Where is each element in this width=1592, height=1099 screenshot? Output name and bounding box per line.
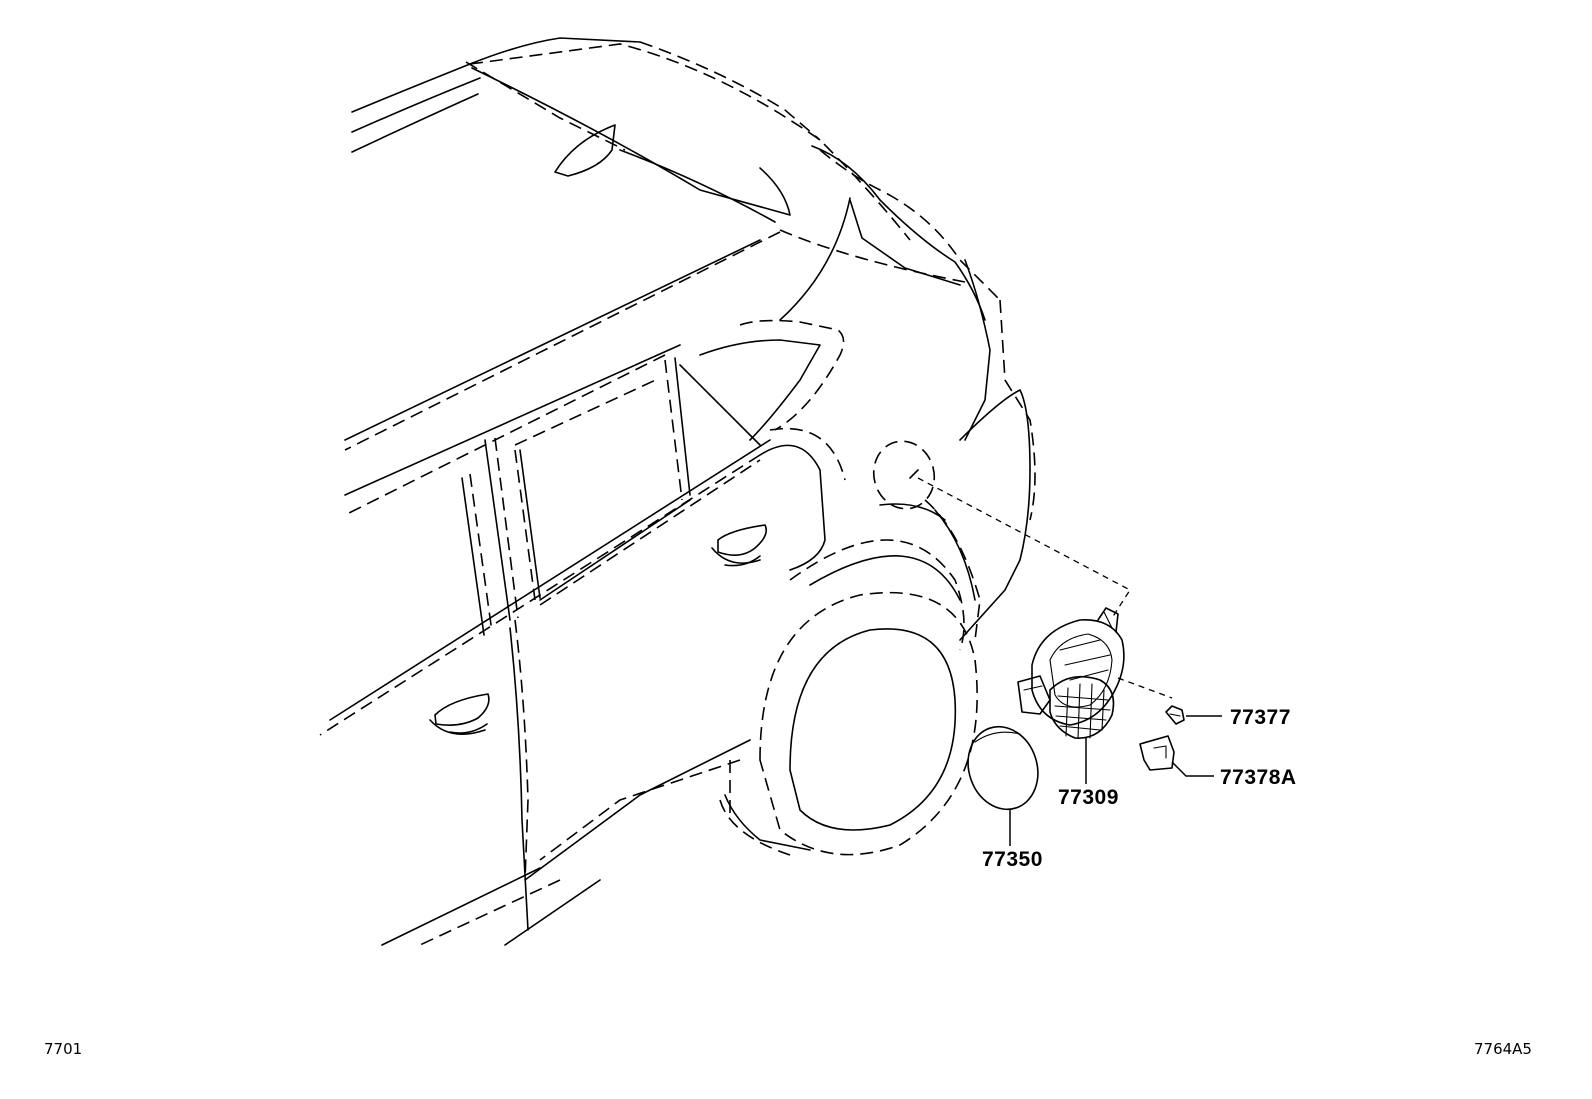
fuel-filler-housing (1017, 607, 1125, 739)
fuel-door-leader (917, 477, 1131, 619)
clip-77377 (1117, 677, 1185, 725)
vehicle-body-outline (319, 37, 1036, 946)
fuel-filler-door (967, 725, 1039, 811)
footer-left-code: 7701 (44, 1040, 83, 1058)
bracket-77378a (1139, 735, 1175, 771)
callout-77350: 77350 (982, 848, 1043, 871)
leader-77378a (1171, 761, 1214, 777)
callout-77377: 77377 (1230, 706, 1291, 729)
callout-77309: 77309 (1058, 786, 1119, 809)
footer-right-code: 7764A5 (1474, 1040, 1532, 1058)
callout-77378a: 77378A (1220, 766, 1297, 789)
